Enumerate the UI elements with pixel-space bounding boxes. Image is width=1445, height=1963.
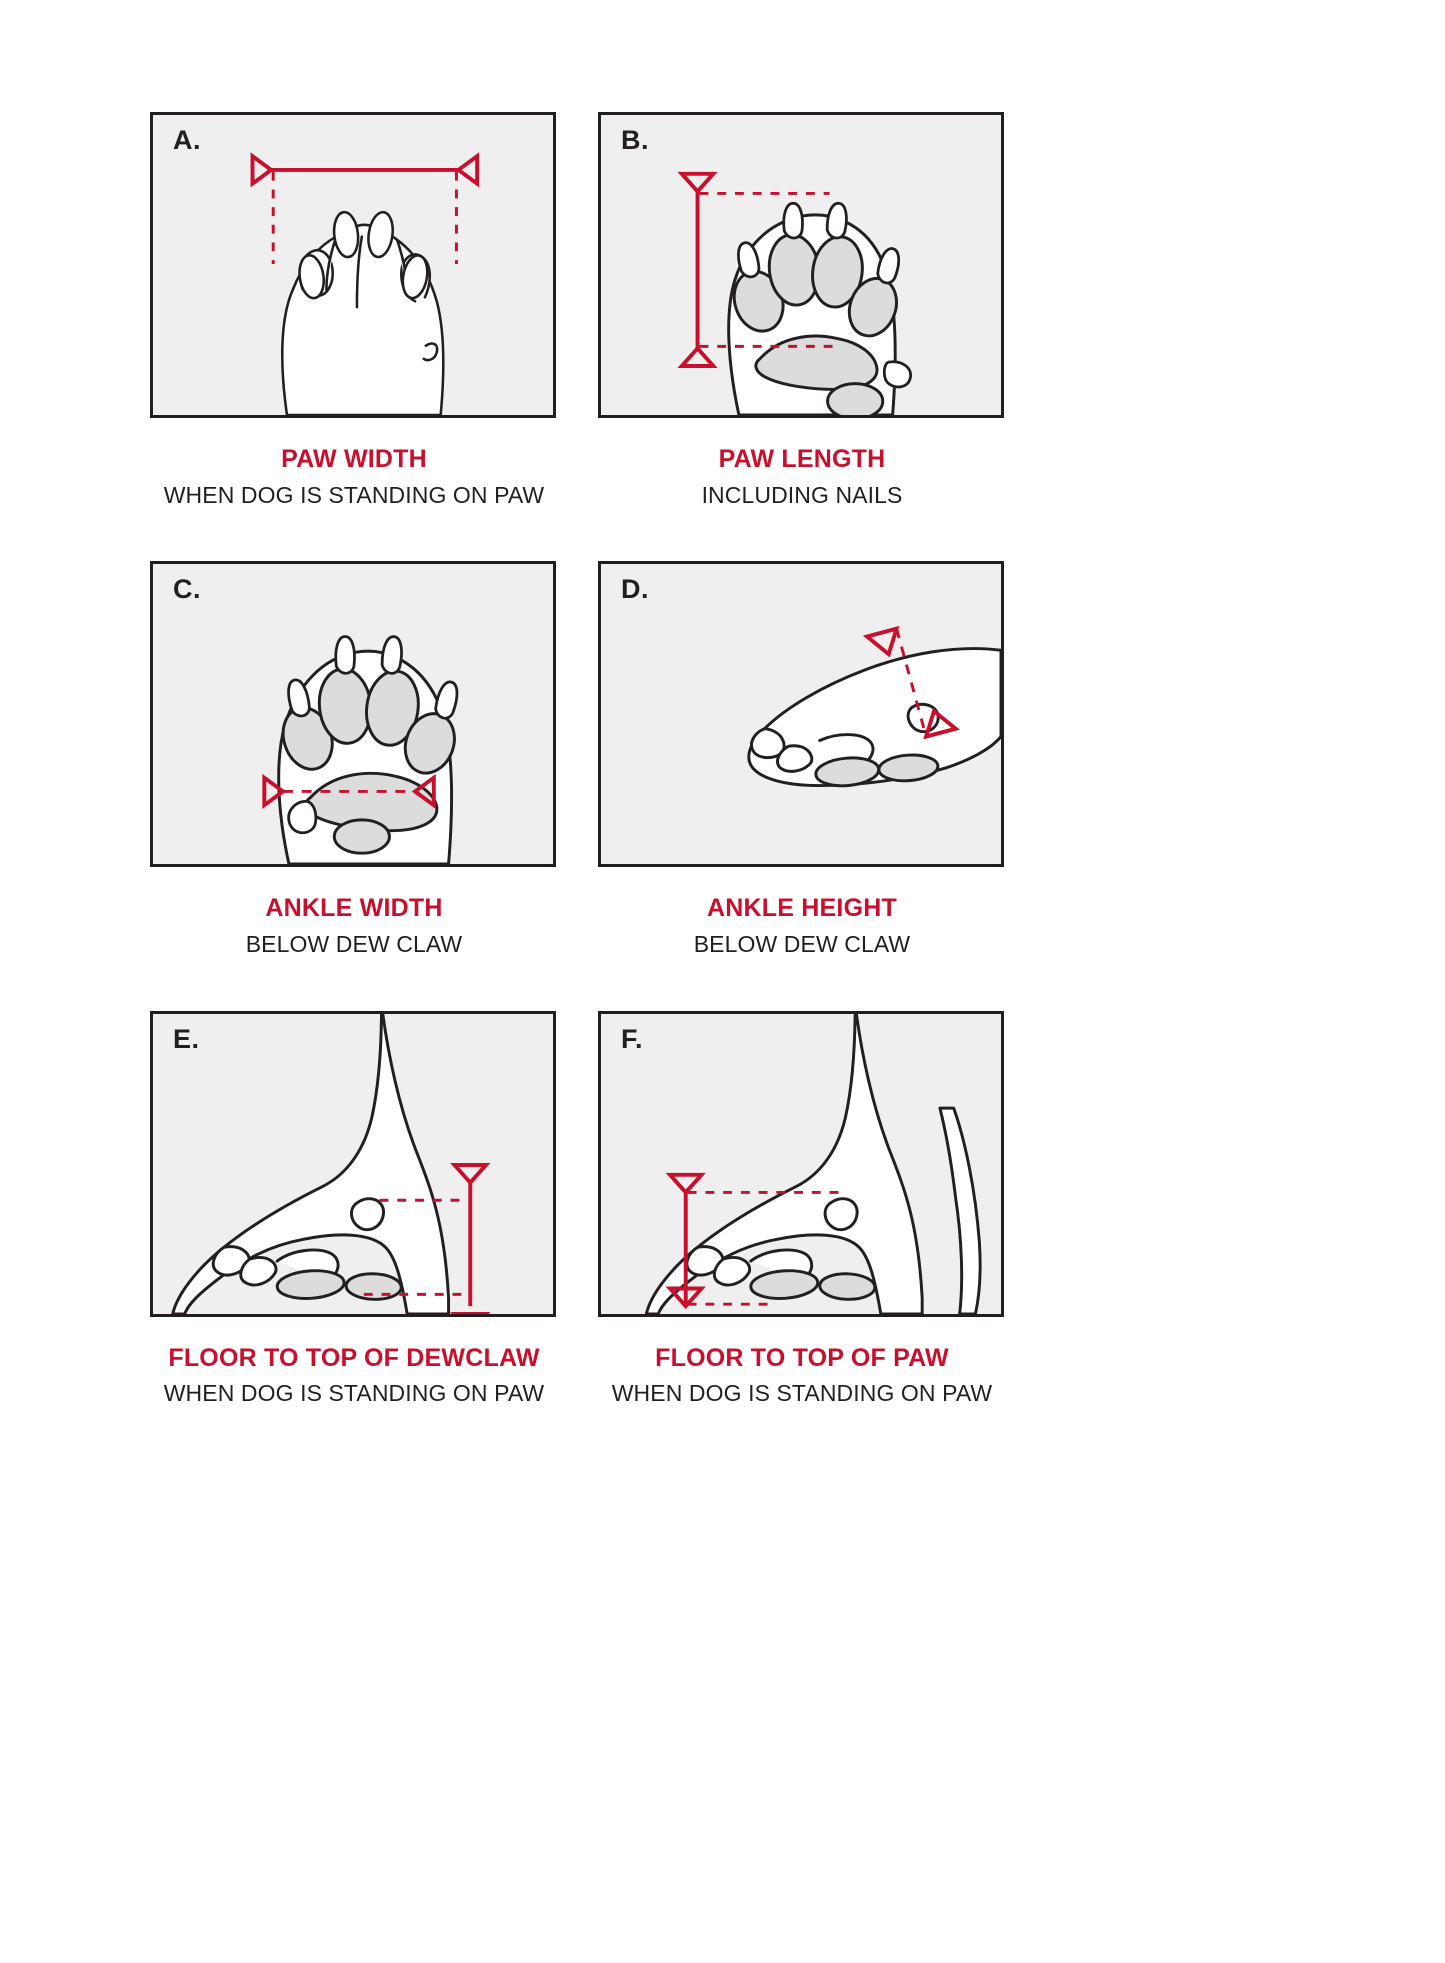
leg-and-paw-standing (171, 1013, 451, 1314)
panel-f-illustration (644, 1013, 982, 1314)
caption-a: PAW WIDTH WHEN DOG IS STANDING ON PAW (150, 418, 558, 509)
panel-cell-b: B. (598, 112, 1006, 509)
arrow-right-triangle (411, 774, 436, 810)
paw-pads-e (275, 1268, 403, 1301)
panel-b: B. (598, 112, 1004, 418)
caption-c-title: ANKLE WIDTH (265, 894, 443, 923)
paw-pads-side (814, 753, 940, 788)
panel-f-letter: F. (621, 1023, 644, 1054)
panel-cell-e: E. (150, 1010, 558, 1408)
panel-c-illustration (262, 635, 459, 865)
caption-b-subtitle: INCLUDING NAILS (701, 481, 903, 508)
panel-e-letter: E. (173, 1023, 200, 1054)
panel-e: E. (150, 1010, 556, 1317)
panel-f: F. (598, 1010, 1004, 1317)
caption-d: ANKLE HEIGHT BELOW DEW CLAW (598, 867, 1006, 958)
caption-a-subtitle: WHEN DOG IS STANDING ON PAW (163, 481, 545, 508)
measure-ankle-height (862, 626, 960, 740)
arrow-bottom-triangle (677, 345, 718, 368)
panel-c-letter: C. (173, 574, 201, 605)
caption-a-title: PAW WIDTH (281, 445, 427, 473)
measure-floor-to-dewclaw (363, 1162, 491, 1314)
dewclaw-a (422, 342, 439, 362)
paw-nails-b (737, 201, 901, 285)
arrow-left-triangle (250, 152, 275, 188)
carpal-pad-c (332, 818, 391, 855)
metacarpal-pad (754, 334, 879, 391)
caption-e-subtitle: WHEN DOG IS STANDING ON PAW (163, 1380, 545, 1406)
paw-nails-c (287, 635, 459, 720)
toe-pads-c (281, 667, 456, 775)
toe-pads (732, 233, 898, 338)
paw-front-standing (280, 223, 445, 415)
dewclaw-b (882, 360, 912, 389)
panel-b-illustration (677, 171, 912, 415)
measure-ankle-width (262, 774, 436, 810)
arrow-lower-triangle (923, 707, 960, 740)
measure-paw-width (250, 152, 480, 265)
caption-d-title: ANKLE HEIGHT (707, 894, 897, 923)
panel-b-letter: B. (621, 125, 649, 155)
arrow-top-triangle (450, 1162, 491, 1186)
caption-e: FLOOR TO TOP OF DEWCLAW WHEN DOG IS STAN… (150, 1317, 558, 1408)
caption-c-subtitle: BELOW DEW CLAW (245, 930, 463, 957)
arrow-bottom-triangle (665, 1286, 706, 1309)
carpal-pad-b (826, 382, 885, 415)
arrow-top-triangle (677, 171, 718, 195)
caption-f-subtitle: WHEN DOG IS STANDING ON PAW (611, 1380, 993, 1406)
panel-cell-d: D. (598, 561, 1006, 958)
panel-c: C. (150, 561, 556, 868)
panel-e-illustration (171, 1013, 491, 1314)
caption-f: FLOOR TO TOP OF PAW WHEN DOG IS STANDING… (598, 1317, 1006, 1408)
dewclaw-f (823, 1196, 859, 1231)
paw-pads-f (749, 1268, 877, 1301)
panel-cell-c: C. (150, 561, 558, 958)
caption-d-subtitle: BELOW DEW CLAW (693, 930, 911, 957)
caption-c: ANKLE WIDTH BELOW DEW CLAW (150, 867, 558, 958)
arrow-top-triangle (665, 1172, 706, 1195)
arrow-upper-triangle (862, 626, 900, 658)
panel-a-letter: A. (173, 125, 201, 155)
measure-paw-length (677, 171, 842, 368)
panel-cell-f: F. (598, 1010, 1006, 1408)
caption-f-title: FLOOR TO TOP OF PAW (655, 1343, 949, 1372)
caption-e-title: FLOOR TO TOP OF DEWCLAW (168, 1343, 540, 1372)
panel-grid: A. (150, 112, 1310, 1408)
panel-d-illustration (747, 626, 1001, 788)
dewclaw-e (350, 1196, 386, 1231)
measure-floor-to-top-of-paw (665, 1172, 846, 1309)
panel-a-illustration (250, 152, 480, 415)
arrow-left-triangle (262, 774, 287, 810)
panel-d: D. (598, 561, 1004, 868)
dewclaw-c (287, 800, 318, 835)
arrow-right-triangle (455, 152, 480, 188)
panel-d-letter: D. (621, 574, 649, 605)
panel-a: A. (150, 112, 556, 418)
caption-b-title: PAW LENGTH (718, 445, 886, 473)
paw-nails (298, 210, 429, 300)
leg-and-paw-standing-f (644, 1013, 982, 1314)
caption-b: PAW LENGTH INCLUDING NAILS (598, 418, 1006, 509)
panel-cell-a: A. (150, 112, 558, 509)
